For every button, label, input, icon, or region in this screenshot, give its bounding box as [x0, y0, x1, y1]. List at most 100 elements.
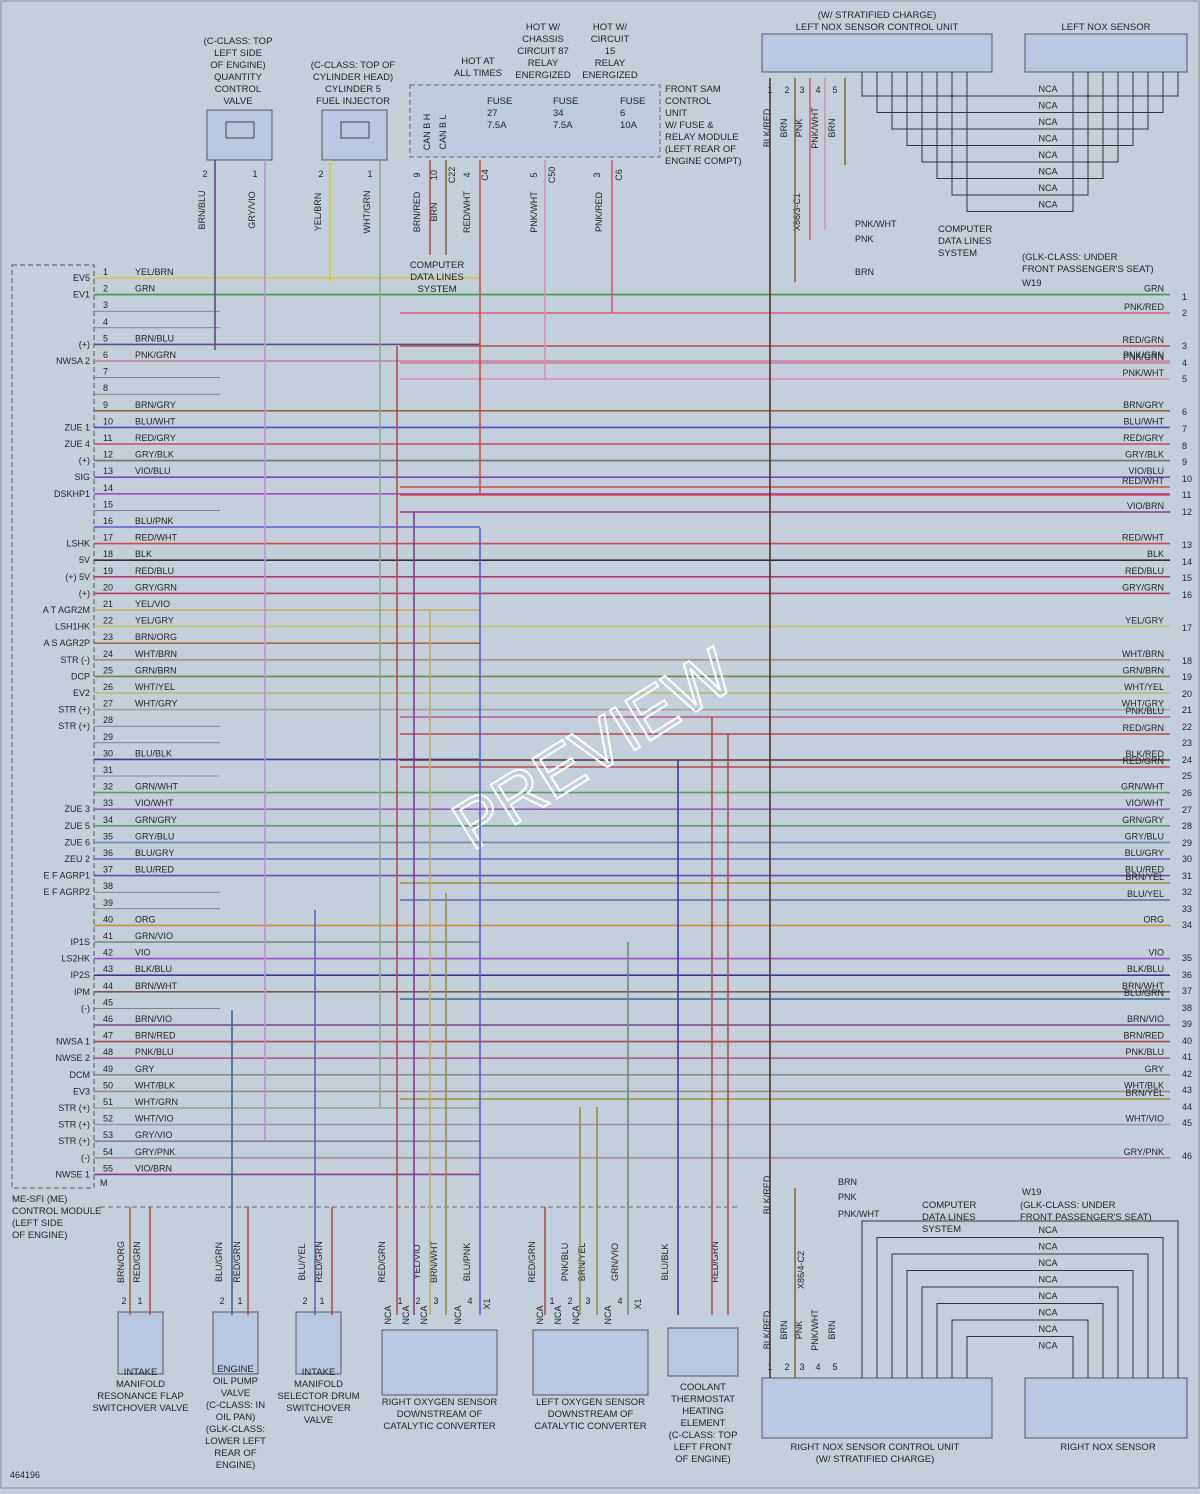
- ecm-pin-name: IP2S: [70, 970, 90, 980]
- ecm-pin-number: 27: [103, 699, 113, 709]
- left-nox-glk-line: (GLK-CLASS: UNDER: [1022, 252, 1118, 263]
- eop-label-line: VALVE: [221, 1388, 250, 1399]
- ecm-pin-number: 51: [103, 1097, 113, 1107]
- qcv-line: (C-CLASS: TOP: [204, 36, 273, 47]
- lo2-nca: NCA: [603, 1305, 613, 1324]
- ecm-end-label: M: [100, 1178, 108, 1188]
- left-nox-pin: 3: [799, 85, 804, 95]
- hot-15-line: RELAY: [595, 58, 626, 69]
- wire-label: WHT/GRN: [135, 1097, 178, 1107]
- eop-label-line: (GLK-CLASS:: [206, 1424, 265, 1435]
- nca-wire: [891, 72, 1149, 130]
- right-terminal-number: 13: [1182, 540, 1192, 550]
- lo2-pin: 2: [567, 1296, 572, 1306]
- wire-label: PNK/GRN: [135, 350, 176, 360]
- left-nox-unit-line: (W/ STRATIFIED CHARGE): [818, 10, 937, 21]
- imsd-wire-label: RED/GRN: [314, 1241, 324, 1283]
- hot-15-line: ENERGIZED: [582, 70, 638, 81]
- nca-wire: [891, 1253, 1149, 1378]
- right-nox-label: RIGHT NOX SENSOR CONTROL UNIT(W/ STRATIF…: [762, 1175, 1179, 1465]
- wire-label: VIO/BLU: [135, 466, 171, 476]
- ro2-nca: NCA: [401, 1305, 411, 1324]
- wire-label: GRY/BLK: [135, 450, 174, 460]
- right-terminal-number: 15: [1182, 573, 1192, 583]
- nca-wire: [906, 72, 1134, 146]
- right-wire-label: PNK/GRN: [1123, 350, 1164, 360]
- right-wire-label: PNK/WHT: [1123, 368, 1165, 378]
- cth-label-line: HEATING: [682, 1406, 724, 1417]
- ecm-pin-name: E F AGRP1: [43, 871, 90, 881]
- eop-wire-label: RED/GRN: [232, 1241, 242, 1283]
- imsd-label-line: SELECTOR DRUM: [277, 1391, 359, 1402]
- right-terminal-number: 7: [1182, 424, 1187, 434]
- wire-label: BLU/PNK: [135, 516, 174, 526]
- ecm-pin-name: NWSE 1: [55, 1169, 90, 1179]
- eop-label-line: ENGINE): [216, 1460, 256, 1471]
- injector-wire-label: YEL/BRN: [313, 193, 323, 232]
- right-nox-connector: X86/4-C2: [796, 1251, 806, 1289]
- eop-label-line: OIL PAN): [216, 1412, 256, 1423]
- right-terminal-number: 42: [1182, 1069, 1192, 1079]
- wire-label: GRN/GRY: [135, 815, 177, 825]
- wire-label: GRY/BLU: [135, 831, 174, 841]
- nca-wire: [951, 72, 1089, 196]
- left-nox-wire-label: PNK: [794, 119, 804, 138]
- wire-label: BLU/GRY: [135, 848, 174, 858]
- ecm-pin-number: 47: [103, 1031, 113, 1041]
- imsd-label-line: SWITCHOVER: [286, 1403, 351, 1414]
- left-nox-cdl-line: COMPUTER: [938, 224, 993, 235]
- left-nox-connector: X86/3-C1: [792, 193, 802, 231]
- imsd-label-line: VALVE: [304, 1415, 333, 1426]
- nca-wire: [861, 72, 1179, 97]
- nca-label: NCA: [1038, 1225, 1057, 1235]
- ecm-pin-name: ZUE 6: [64, 837, 90, 847]
- hot-87-line: RELAY: [528, 58, 559, 69]
- injector-pin: 1: [367, 169, 372, 179]
- right-terminal-number: 27: [1182, 805, 1192, 815]
- right-wire-label: GRY/PNK: [1124, 1147, 1164, 1157]
- hot-all-times-line: ALL TIMES: [454, 68, 502, 79]
- right-wire-label: BLU/RED: [1125, 865, 1165, 875]
- right-nox-pin: 5: [832, 1362, 837, 1372]
- sam-pin: 3: [592, 172, 602, 177]
- nca-label: NCA: [1038, 183, 1057, 193]
- hot-87-line: CHASSIS: [522, 34, 564, 45]
- lo2-label-line: DOWNSTREAM OF: [548, 1409, 634, 1420]
- right-terminal-number: 9: [1182, 457, 1187, 467]
- hot-87-line: HOT W/: [526, 22, 560, 33]
- ecm-pin-number: 45: [103, 997, 113, 1007]
- fuse-line: 7.5A: [553, 120, 573, 131]
- nca-wire: [861, 1220, 1179, 1378]
- imrf-label-line: SWITCHOVER VALVE: [92, 1403, 188, 1414]
- right-wire-label: RED/GRN: [1122, 335, 1164, 345]
- imsd-pin: 1: [319, 1296, 324, 1306]
- nca-label: NCA: [1038, 84, 1057, 94]
- lo2-label-line: CATALYTIC CONVERTER: [534, 1421, 646, 1432]
- eop-pin: 2: [219, 1296, 224, 1306]
- can-label: CAN B H: [422, 114, 432, 151]
- ecm-pin-number: 21: [103, 599, 113, 609]
- eop-label-line: (C-CLASS: IN: [206, 1400, 265, 1411]
- wire-label: GRN/VIO: [135, 931, 173, 941]
- ecm-pin-name: ZEU 2: [64, 854, 90, 864]
- ecm-pin-number: 6: [103, 350, 108, 360]
- right-wire-label: BRN/YEL: [1125, 872, 1164, 882]
- right-wire-label: BLK/BLU: [1127, 964, 1164, 974]
- ecm-pin-number: 2: [103, 284, 108, 294]
- qcv-wire-label: BRN/BLU: [197, 190, 207, 229]
- ecm-pin-name: ZUE 3: [64, 804, 90, 814]
- ecm-pin-name: STR (-): [61, 655, 91, 665]
- right-terminal-number: 41: [1182, 1052, 1192, 1062]
- ecm-pin-number: 19: [103, 566, 113, 576]
- ecm-pin-name: EV5: [73, 273, 90, 283]
- right-nox-pin: 4: [815, 1362, 820, 1372]
- right-nox-wire-label: BLK/RED: [762, 1310, 772, 1349]
- right-terminal-number: 23: [1182, 738, 1192, 748]
- lo2-nca: NCA: [553, 1305, 563, 1324]
- cdl-line: SYSTEM: [417, 284, 456, 295]
- qcv-pin: 1: [252, 169, 257, 179]
